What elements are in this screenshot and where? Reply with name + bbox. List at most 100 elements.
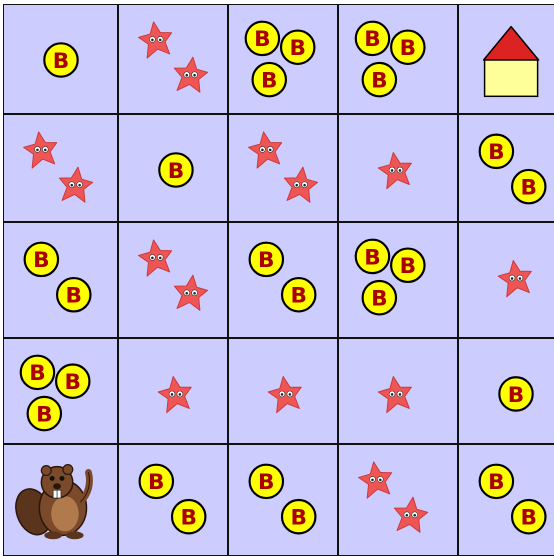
coin-letter: B xyxy=(180,506,196,531)
board-cell[interactable] xyxy=(458,4,554,114)
coin-letter: B xyxy=(65,370,81,395)
coin-letter: B xyxy=(53,49,69,74)
cell-contents: B xyxy=(459,339,554,443)
board-cell[interactable] xyxy=(228,114,338,222)
board-cell[interactable] xyxy=(458,222,554,338)
board-cell[interactable] xyxy=(118,338,228,444)
cell-contents xyxy=(229,339,337,443)
coin-icon: B xyxy=(28,397,61,430)
cell-contents xyxy=(119,5,227,113)
starfish-icon xyxy=(59,167,92,202)
cell-contents xyxy=(339,115,457,221)
coin-icon: B xyxy=(480,135,513,168)
cell-contents xyxy=(4,115,117,221)
board-cell[interactable] xyxy=(118,222,228,338)
coin-icon: B xyxy=(281,31,314,64)
board-cell[interactable]: B xyxy=(3,4,118,114)
beaver-icon xyxy=(10,465,90,540)
coin-letter: B xyxy=(521,176,537,201)
coin-icon: B xyxy=(512,170,545,203)
starfish-icon xyxy=(268,376,301,412)
coin-letter: B xyxy=(29,361,45,386)
coin-letter: B xyxy=(168,159,184,184)
coin-letter: B xyxy=(400,36,416,61)
board-cell[interactable] xyxy=(338,444,458,556)
coin-letter: B xyxy=(148,470,164,495)
cell-contents xyxy=(339,339,457,443)
board-cell[interactable] xyxy=(3,114,118,222)
coin-icon: B xyxy=(56,365,89,398)
coin-icon: B xyxy=(391,249,424,282)
coin-icon: B xyxy=(57,278,90,311)
cell-contents: B xyxy=(119,115,227,221)
cell-contents xyxy=(229,115,337,221)
cell-contents xyxy=(119,339,227,443)
coin-icon: B xyxy=(25,243,58,276)
cell-contents xyxy=(339,445,457,555)
starfish-icon xyxy=(24,132,57,168)
coin-icon: B xyxy=(246,22,279,55)
coin-icon: B xyxy=(391,31,424,64)
coin-icon: B xyxy=(172,500,205,533)
cell-contents: B xyxy=(4,5,117,113)
coin-letter: B xyxy=(508,383,524,408)
coin-letter: B xyxy=(289,36,305,61)
cell-contents: BB xyxy=(4,223,117,337)
cell-contents: BB xyxy=(229,445,337,555)
coin-letter: B xyxy=(364,245,380,270)
coin-icon: B xyxy=(44,43,77,76)
board-cell[interactable] xyxy=(338,114,458,222)
coin-letter: B xyxy=(290,506,306,531)
cell-contents: BB xyxy=(459,115,554,221)
coin-icon: B xyxy=(512,500,545,533)
board-cell[interactable] xyxy=(118,4,228,114)
starfish-icon xyxy=(378,376,411,412)
board-cell[interactable] xyxy=(228,338,338,444)
coin-letter: B xyxy=(258,248,274,273)
coin-icon: B xyxy=(356,240,389,273)
coin-icon: B xyxy=(250,243,283,276)
coin-icon: B xyxy=(363,63,396,96)
coin-letter: B xyxy=(66,284,82,309)
starfish-icon xyxy=(284,167,317,202)
starfish-icon xyxy=(139,22,172,58)
coin-icon: B xyxy=(282,278,315,311)
board-cell[interactable] xyxy=(338,338,458,444)
starfish-icon xyxy=(174,275,207,310)
starfish-icon xyxy=(249,132,282,168)
coin-letter: B xyxy=(371,287,387,312)
house-icon xyxy=(484,27,539,97)
board-cell[interactable]: B xyxy=(458,338,554,444)
coin-icon: B xyxy=(356,22,389,55)
starfish-icon xyxy=(498,261,531,297)
cell-contents: BB xyxy=(229,223,337,337)
coin-icon: B xyxy=(159,153,192,186)
coin-letter: B xyxy=(290,284,306,309)
starfish-icon xyxy=(359,462,392,498)
coin-letter: B xyxy=(36,402,52,427)
cell-contents xyxy=(459,223,554,337)
coin-letter: B xyxy=(488,140,504,165)
coin-icon: B xyxy=(499,377,532,410)
cell-contents xyxy=(4,445,117,555)
coin-icon: B xyxy=(250,465,283,498)
starfish-icon xyxy=(378,152,411,188)
board-cell[interactable]: B xyxy=(118,114,228,222)
coin-letter: B xyxy=(521,506,537,531)
board-cell[interactable] xyxy=(3,444,118,556)
coin-letter: B xyxy=(261,68,277,93)
